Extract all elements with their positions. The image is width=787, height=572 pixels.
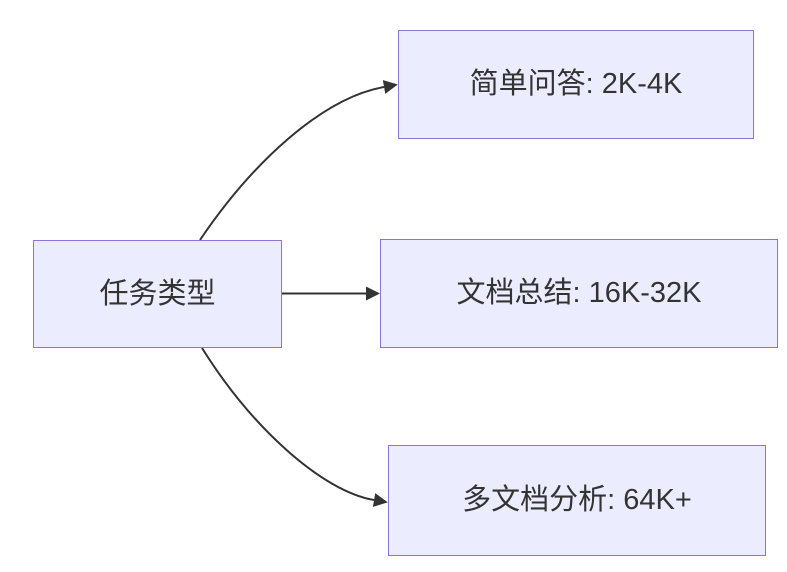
node-task-type: 任务类型 — [33, 240, 282, 348]
node-doc-summary-label: 文档总结: 16K-32K — [456, 277, 702, 310]
node-simple-qa-label: 简单问答: 2K-4K — [469, 68, 683, 101]
node-simple-qa: 简单问答: 2K-4K — [398, 30, 754, 139]
edge-task-type-to-simple-qa — [199, 80, 398, 241]
node-multidoc-analysis-label: 多文档分析: 64K+ — [462, 484, 692, 517]
edge-task-type-to-multidoc-analysis — [201, 347, 388, 507]
node-doc-summary: 文档总结: 16K-32K — [380, 239, 778, 348]
node-multidoc-analysis: 多文档分析: 64K+ — [388, 445, 766, 556]
node-task-type-label: 任务类型 — [99, 277, 216, 310]
